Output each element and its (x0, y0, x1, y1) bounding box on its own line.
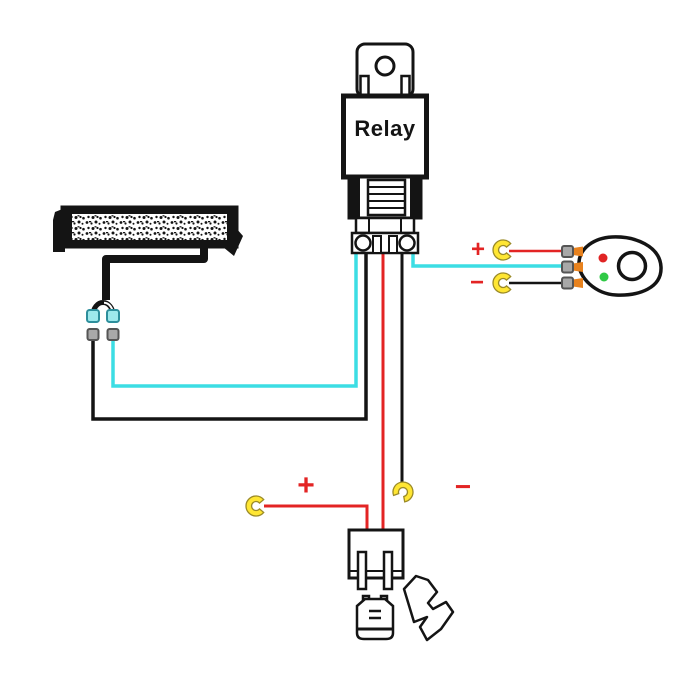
switch-plug-positive (561, 245, 574, 258)
battery-positive-label: + (297, 469, 315, 502)
switch-indicator-red (598, 253, 608, 263)
lightbar-cable (102, 242, 208, 300)
lightbar-endcap-left (62, 207, 72, 247)
relay-socket-collar (354, 216, 416, 235)
harness-socket-right (106, 328, 120, 341)
lightbar-leds (67, 212, 232, 242)
led-light-bar (53, 205, 243, 341)
relay-base (347, 175, 423, 255)
switch-plug-trigger (561, 260, 574, 274)
rocker-switch (561, 235, 663, 297)
harness-socket-left (86, 328, 100, 341)
switch-positive-label: + (471, 236, 485, 263)
pigtail-bullet-left (86, 309, 100, 323)
fuse-assembly (347, 528, 455, 642)
lightbar-bottom-edge (62, 240, 237, 247)
relay-base-side-right (410, 177, 421, 218)
fuse-holder-cover (402, 574, 455, 642)
trigger-wire-switch-side (411, 252, 562, 268)
spade-terminal-bottom (573, 278, 583, 288)
spade-terminal-top (573, 246, 583, 257)
switch-plug-ground (561, 276, 574, 290)
relay-terminal-right (398, 234, 416, 252)
lightbar-top-edge (62, 207, 237, 214)
relay-label: Relay (354, 116, 415, 141)
relay: Relay (341, 42, 429, 255)
relay-base-side-left (349, 177, 360, 218)
relay-base-inner (366, 178, 407, 217)
trigger-wire-lightbar-side (111, 252, 358, 388)
relay-base-ridges (368, 186, 405, 209)
switch-spade-terminals (573, 246, 583, 288)
positive-wire-battery-to-fuse (264, 504, 369, 532)
blade-fuse (355, 594, 395, 641)
ground-wire-lightbar-side (91, 252, 368, 421)
relay-terminal-blade-1 (372, 235, 382, 254)
relay-mount-hole (374, 55, 396, 77)
switch-wire-plugs (561, 245, 574, 290)
harness-wires (91, 249, 562, 532)
polarity-labels: + − + − (297, 236, 485, 502)
fuse-holder-blade-right (382, 550, 394, 591)
switch-button (616, 250, 648, 282)
lightbar-endcap-right (227, 207, 237, 247)
spade-terminal-middle (573, 262, 583, 272)
relay-terminal-blade-2 (388, 235, 398, 254)
switch-indicator-green (599, 272, 609, 282)
battery-negative-label: − (455, 471, 471, 502)
switch-negative-label: − (470, 269, 484, 296)
pigtail-bullet-right (106, 309, 120, 323)
fuse-holder-blade-left (356, 550, 368, 591)
relay-terminal-left (354, 234, 372, 252)
